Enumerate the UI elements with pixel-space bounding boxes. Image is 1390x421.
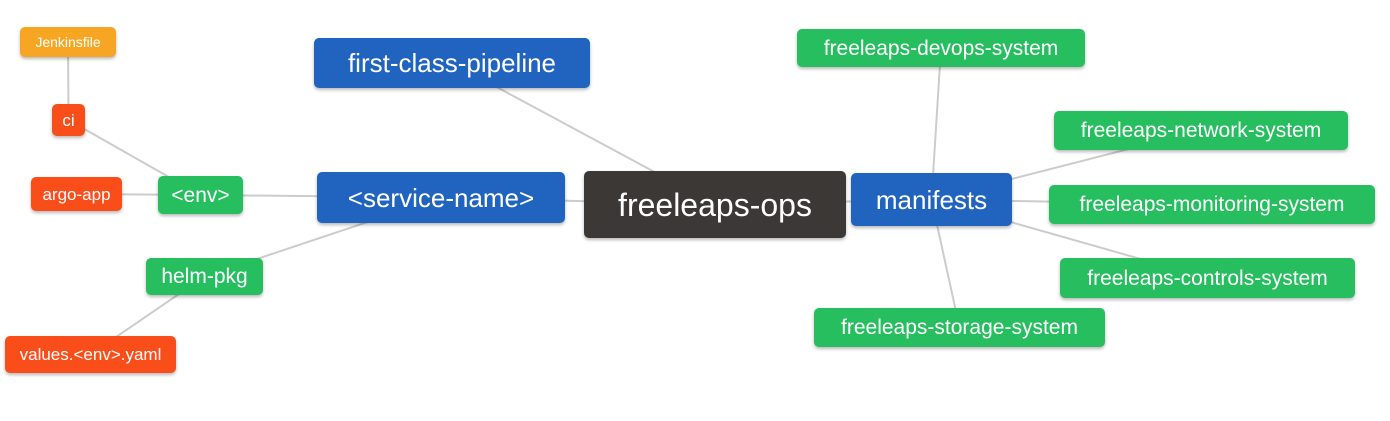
node-first-class-pipeline[interactable]: first-class-pipeline: [314, 38, 590, 88]
node-values-env-yaml[interactable]: values.<env>.yaml: [5, 336, 176, 373]
node-freeleaps-storage-system[interactable]: freeleaps-storage-system: [814, 308, 1105, 347]
node-freeleaps-devops-system[interactable]: freeleaps-devops-system: [797, 29, 1085, 67]
node-service-name[interactable]: <service-name>: [317, 172, 565, 223]
node-freeleaps-network-system[interactable]: freeleaps-network-system: [1054, 111, 1348, 150]
node-env[interactable]: <env>: [158, 176, 243, 214]
node-freeleaps-controls-system[interactable]: freeleaps-controls-system: [1060, 258, 1355, 298]
node-jenkinsfile[interactable]: Jenkinsfile: [20, 27, 116, 57]
node-ci[interactable]: ci: [52, 104, 85, 136]
node-helm-pkg[interactable]: helm-pkg: [146, 258, 263, 295]
node-argo-app[interactable]: argo-app: [31, 177, 122, 211]
node-manifests[interactable]: manifests: [851, 173, 1012, 226]
node-freeleaps-monitoring-system[interactable]: freeleaps-monitoring-system: [1049, 185, 1375, 224]
node-freeleaps-ops[interactable]: freeleaps-ops: [584, 171, 846, 238]
